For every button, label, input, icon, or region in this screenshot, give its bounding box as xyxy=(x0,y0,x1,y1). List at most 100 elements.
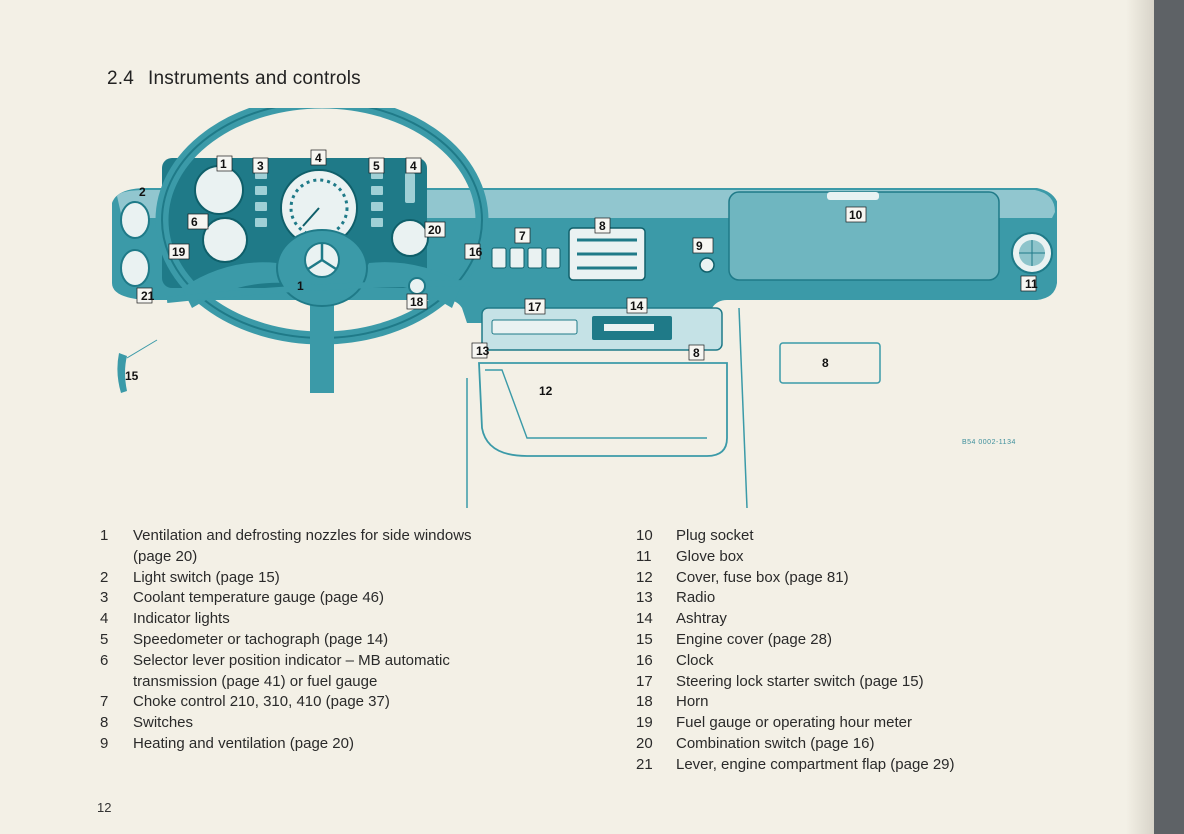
callout-7: 16 xyxy=(464,243,483,260)
svg-text:20: 20 xyxy=(428,223,442,237)
left-lower-vent-icon xyxy=(120,249,150,287)
callout-3: 1 xyxy=(216,155,233,172)
callout-15: 12 xyxy=(539,384,553,398)
legend-item-number: 13 xyxy=(636,589,653,607)
legend-item-number: 14 xyxy=(636,610,653,628)
legend-item-text: Plug socket xyxy=(676,527,754,544)
legend-item-number: 10 xyxy=(636,527,653,544)
legend-item-text: Heating and ventilation (page 20) xyxy=(133,734,354,752)
legend-item-text: Ventilation and defrosting nozzles for s… xyxy=(133,527,472,544)
legend-item-number: 7 xyxy=(100,693,109,711)
legend-item: (page 20) xyxy=(100,547,570,568)
callout-9: 8 xyxy=(594,217,611,234)
legend-item-text: Ashtray xyxy=(676,610,727,628)
callout-10: 9 xyxy=(692,237,714,254)
legend-left-column: 1 Ventilation and defrosting nozzles for … xyxy=(100,526,570,755)
legend-item-number: 20 xyxy=(636,734,653,752)
svg-text:3: 3 xyxy=(257,159,264,173)
callout-16: 20 xyxy=(424,221,446,238)
legend-item-number: 15 xyxy=(636,630,653,648)
legend-item-number: 9 xyxy=(100,734,109,752)
svg-text:4: 4 xyxy=(410,159,417,173)
svg-text:16: 16 xyxy=(469,245,483,259)
svg-text:17: 17 xyxy=(528,300,542,314)
svg-text:6: 6 xyxy=(191,215,198,229)
legend-item: 21 Lever, engine compartment flap (page 2… xyxy=(636,755,1056,776)
legend-item-text: Lever, engine compartment flap (page 29) xyxy=(676,755,955,773)
legend-item-number: 17 xyxy=(636,672,653,690)
svg-text:2: 2 xyxy=(139,185,146,199)
legend-item-text: Indicator lights xyxy=(133,610,230,628)
svg-text:8: 8 xyxy=(693,346,700,360)
legend-item-text: Combination switch (page 16) xyxy=(676,734,875,752)
svg-text:1: 1 xyxy=(297,279,304,293)
ashtray xyxy=(491,319,578,335)
legend-item-number: 1 xyxy=(100,527,109,544)
svg-text:7: 7 xyxy=(519,229,526,243)
callout-8c: 8 xyxy=(688,344,705,361)
callout-21: 15 xyxy=(125,369,139,383)
callout-1a: 21 xyxy=(136,287,155,304)
legend-item: 14 Ashtray xyxy=(636,609,1056,630)
legend-item-number xyxy=(100,672,133,693)
legend-item-number: 21 xyxy=(636,755,653,773)
legend-item: 15 Engine cover (page 28) xyxy=(636,630,1056,651)
figure-code: B54 0002-1134 xyxy=(962,439,1016,446)
svg-text:8: 8 xyxy=(599,219,606,233)
fuel-gauge-icon xyxy=(202,217,248,263)
svg-text:10: 10 xyxy=(849,208,863,222)
callout-19: 6 xyxy=(187,213,209,230)
svg-text:13: 13 xyxy=(476,344,490,358)
legend-item-text: Clock xyxy=(676,651,714,669)
glove-box xyxy=(728,191,1000,281)
engine-cover xyxy=(478,362,728,457)
legend-item-number: 12 xyxy=(636,568,653,586)
svg-text:14: 14 xyxy=(630,299,644,313)
legend-item: transmission (page 41) or fuel gauge xyxy=(100,672,570,693)
legend-item-text: Switches xyxy=(133,714,194,732)
section-title: Instruments and controls xyxy=(148,68,361,89)
section-number: 2.4 xyxy=(107,68,135,89)
legend-item: 20 Combination switch (page 16) xyxy=(636,734,1056,755)
callout-14: 17 xyxy=(524,298,546,315)
engine-flap-lever xyxy=(117,353,127,393)
legend-item-number: 5 xyxy=(100,630,109,648)
legend-item-text: Engine cover (page 28) xyxy=(676,630,832,648)
svg-text:4: 4 xyxy=(315,151,322,165)
legend-item: 6 Selector lever position indicator – MB … xyxy=(100,651,570,672)
legend-item-text: Horn xyxy=(676,693,709,711)
callout-4a: 3 xyxy=(252,157,269,174)
callout-20: 19 xyxy=(168,243,190,260)
page-number: 12 xyxy=(97,800,112,815)
legend-item: 1 Ventilation and defrosting nozzles for … xyxy=(100,526,570,547)
svg-text:9: 9 xyxy=(696,239,703,253)
legend-item-text: Glove box xyxy=(676,547,744,565)
legend-item: 9 Heating and ventilation (page 20) xyxy=(100,734,570,755)
legend-item: 5 Speedometer or tachograph (page 14) xyxy=(100,630,570,651)
callout-12: 8 xyxy=(822,356,829,370)
callout-18: 1 xyxy=(297,279,304,293)
legend-item: 17 Steering lock starter switch (page 15) xyxy=(636,672,1056,693)
callout-8b: 13 xyxy=(471,342,490,359)
callout-2: 2 xyxy=(139,185,146,199)
legend-item-text: Selector lever position indicator – MB a… xyxy=(133,651,450,669)
ignition-lock-icon xyxy=(408,277,426,295)
svg-text:5: 5 xyxy=(373,159,380,173)
svg-text:8: 8 xyxy=(822,356,829,370)
legend-item-text: (page 20) xyxy=(133,547,198,565)
legend-item-text: Steering lock starter switch (page 15) xyxy=(676,672,924,690)
svg-text:11: 11 xyxy=(1025,277,1038,291)
legend-item-number: 6 xyxy=(100,651,109,669)
scan-background-edge xyxy=(1154,0,1184,834)
callout-5: 4 xyxy=(310,149,327,166)
svg-text:12: 12 xyxy=(539,384,553,398)
legend-item-text: Speedometer or tachograph (page 14) xyxy=(133,630,389,648)
coolant-gauge-icon xyxy=(194,165,244,215)
svg-text:18: 18 xyxy=(410,295,424,309)
